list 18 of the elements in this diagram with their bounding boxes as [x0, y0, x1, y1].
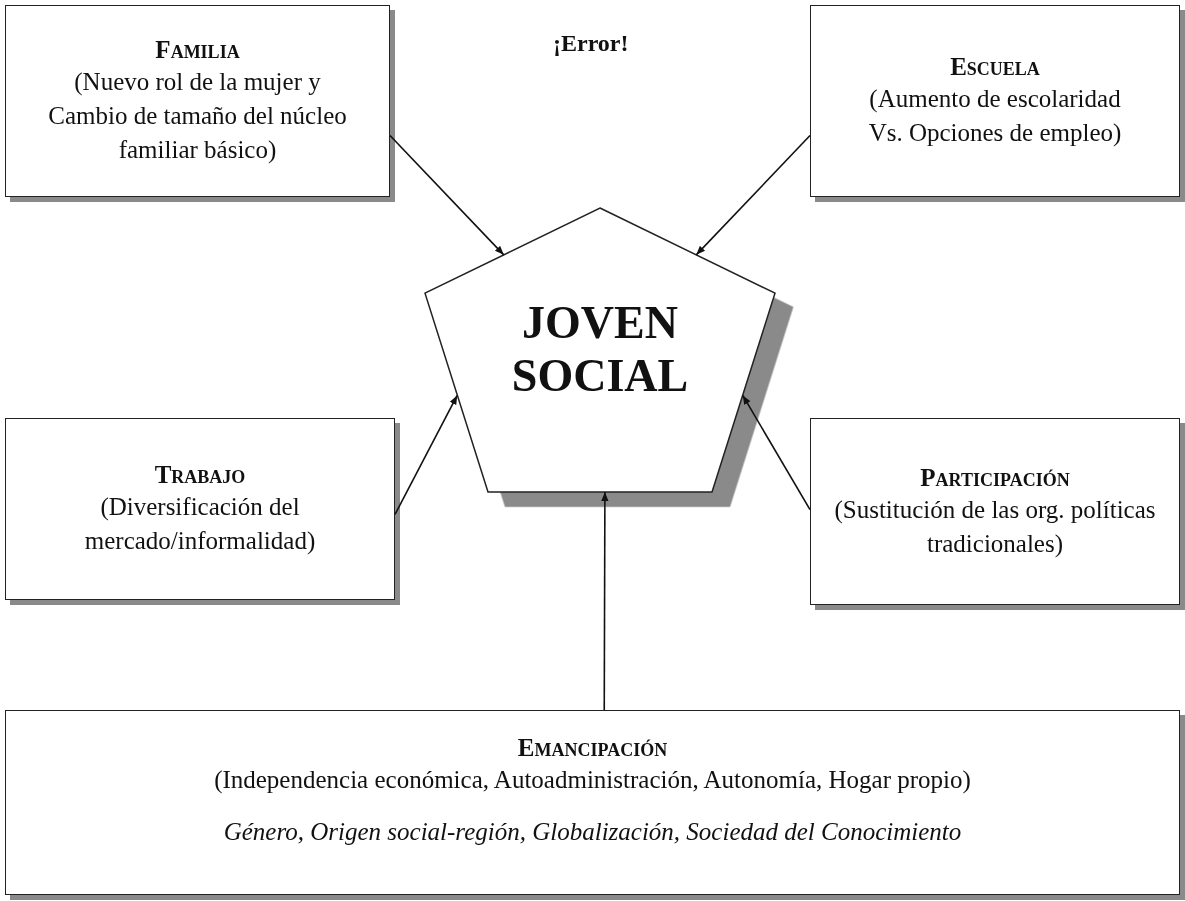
arrow: [742, 394, 811, 511]
arrow: [394, 394, 458, 516]
box-heading: Trabajo: [154, 460, 246, 491]
box-heading: Familia: [155, 35, 240, 66]
box-description: (Sustitución de las org. políticas tradicionales): [833, 494, 1157, 559]
box-description: (Aumento de escolaridad Vs. Opciones de empleo): [867, 84, 1123, 148]
arrow: [389, 134, 505, 256]
box-description: (Nuevo rol de la mujer y Cambio de tamaño del núcleo familiar básico): [47, 67, 348, 165]
box-description: (Diversificación del mercado/informalidad): [83, 492, 317, 556]
box-heading: Escuela: [950, 52, 1040, 83]
box-heading: Participación: [920, 462, 1070, 493]
center-title: JOVEN SOCIAL: [510, 297, 690, 403]
italic-note: Género, Origen social-región, Globalización, Sociedad del Conocimiento: [223, 816, 962, 847]
box-description: (Independencia económica, Autoadministración, Autonomía, Hogar propio): [214, 765, 971, 796]
arrow: [695, 134, 811, 256]
arrow: [601, 491, 609, 711]
box-heading: Emancipación: [517, 733, 668, 763]
error-note: ¡Error!: [553, 30, 629, 57]
